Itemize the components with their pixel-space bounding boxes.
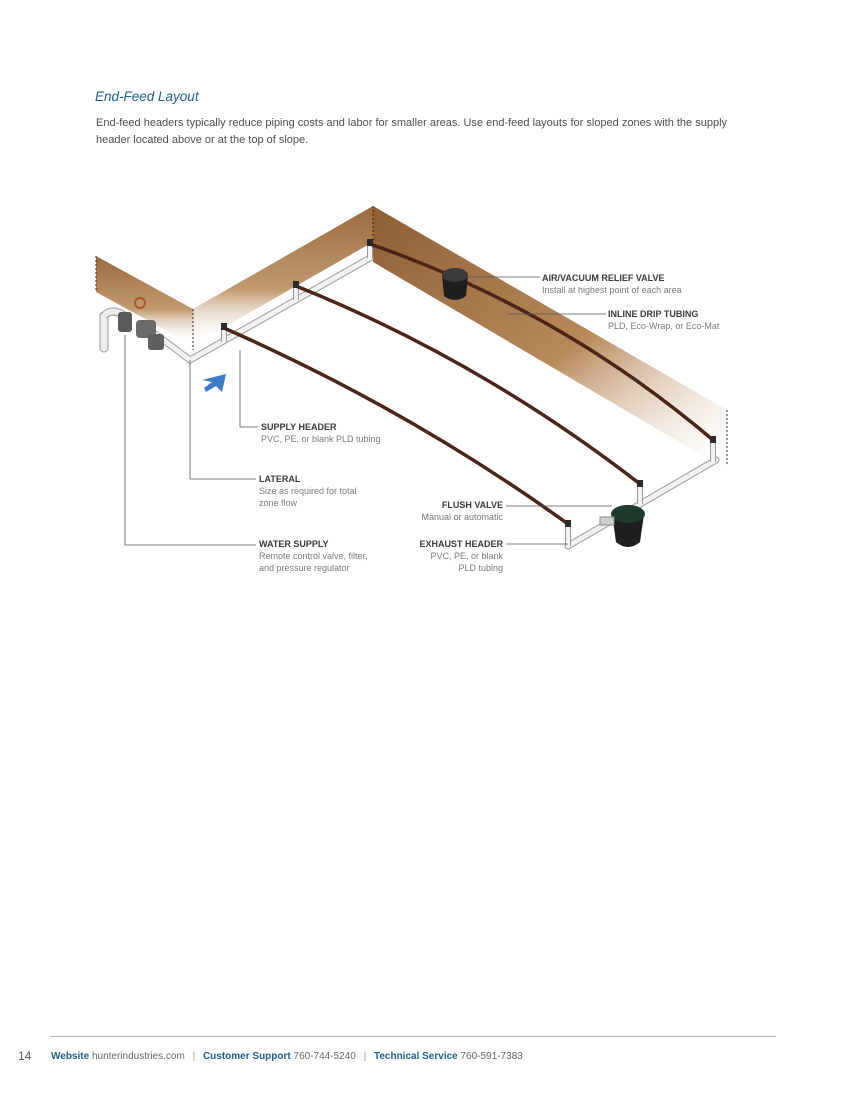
footer-separator: |	[192, 1051, 196, 1062]
label-flush-valve: FLUSH VALVE Manual or automatic	[421, 500, 503, 522]
page-number: 14	[18, 1049, 32, 1063]
footer-divider	[50, 1036, 776, 1037]
label-air-relief: AIR/VACUUM RELIEF VALVE Install at highe…	[542, 273, 682, 295]
footer-contact: Website hunterindustries.com | Customer …	[51, 1051, 523, 1062]
flow-arrow-icon	[202, 374, 226, 392]
label-water-supply: WATER SUPPLY Remote control valve, filte…	[259, 539, 368, 573]
website-link[interactable]: hunterindustries.com	[91, 1051, 185, 1062]
intro-paragraph: End-feed headers typically reduce piping…	[96, 117, 728, 146]
tech-label: Technical Service	[373, 1051, 458, 1062]
exhaust-header-pipe	[564, 443, 720, 550]
flush-valve-box	[599, 505, 645, 547]
support-label: Customer Support	[202, 1051, 291, 1062]
label-exhaust-header: EXHAUST HEADER PVC, PE, or blank PLD tub…	[419, 539, 503, 573]
lateral-fittings	[221, 239, 716, 527]
support-phone[interactable]: 760-744-5240	[293, 1051, 356, 1062]
footer-separator: |	[363, 1051, 367, 1062]
label-inline-drip: INLINE DRIP TUBING PLD, Eco-Wrap, or Eco…	[608, 309, 720, 331]
air-vacuum-relief-valve-box	[442, 268, 468, 300]
label-supply-header: SUPPLY HEADER PVC, PE, or blank PLD tubi…	[261, 422, 381, 444]
water-supply-assembly	[99, 297, 164, 353]
tech-phone[interactable]: 760-591-7383	[460, 1051, 523, 1062]
leader-lines	[124, 276, 612, 546]
section-title: End-Feed Layout	[95, 89, 199, 104]
website-label: Website	[51, 1051, 90, 1062]
inline-drip-tubing	[222, 242, 715, 526]
label-lateral: LATERAL Size as required for total zone …	[259, 474, 357, 508]
